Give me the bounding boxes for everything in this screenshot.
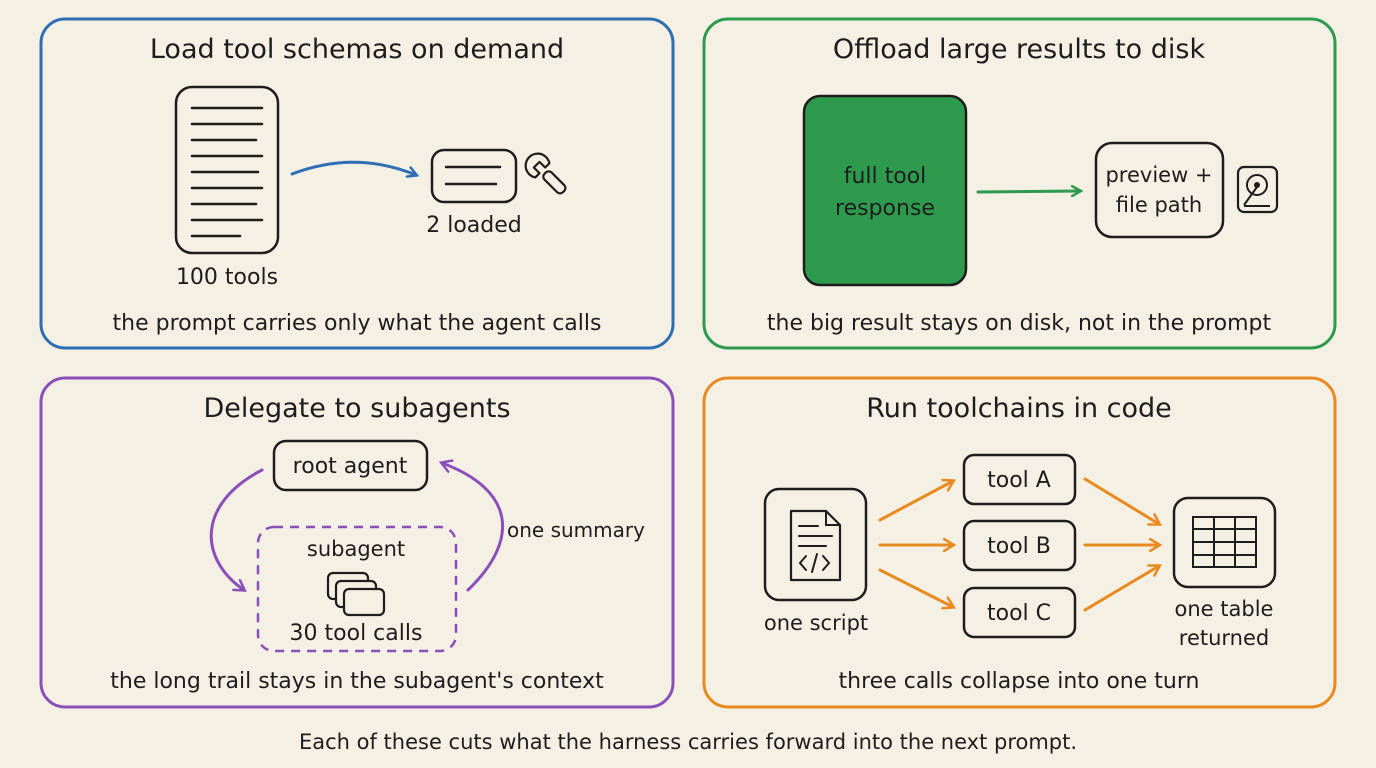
tool-a-to-table-arrow bbox=[1083, 477, 1159, 524]
wrench-icon bbox=[524, 152, 567, 195]
panel-delegate-subagents: Delegate to subagents root agent subagen… bbox=[39, 376, 675, 709]
full-response-line2: response bbox=[835, 196, 935, 221]
subagent-label: subagent bbox=[307, 537, 405, 561]
preview-line1: preview + bbox=[1105, 163, 1212, 187]
table-result-line1: one table bbox=[1175, 597, 1274, 621]
root-agent-box bbox=[272, 439, 429, 492]
panel-delegate-title: Delegate to subagents bbox=[203, 393, 510, 424]
loaded-count-label: 2 loaded bbox=[426, 213, 522, 238]
full-response-line1: full tool bbox=[844, 164, 927, 189]
panel-delegate-frame bbox=[39, 376, 675, 709]
script-file-icon bbox=[763, 487, 868, 602]
table-result-line2: returned bbox=[1179, 626, 1269, 650]
offload-arrow bbox=[976, 191, 1080, 192]
footer-caption: Each of these cuts what the harness carr… bbox=[299, 730, 1077, 754]
panel-offload-caption: the big result stays on disk, not in the… bbox=[767, 311, 1272, 336]
summary-return-arrow bbox=[442, 463, 504, 592]
tool-b-box bbox=[962, 519, 1077, 572]
panel-delegate-caption: the long trail stays in the subagent's c… bbox=[110, 669, 604, 694]
panel-code-caption: three calls collapse into one turn bbox=[839, 669, 1200, 694]
loaded-schema-card-icon bbox=[430, 148, 518, 204]
tool-c-to-table-arrow bbox=[1083, 566, 1159, 612]
subagent-dashed-box bbox=[256, 525, 458, 653]
full-response-block bbox=[802, 94, 968, 287]
preview-box bbox=[1094, 141, 1225, 239]
hard-disk-icon bbox=[1236, 165, 1279, 214]
panel-offload-frame bbox=[702, 17, 1337, 350]
panel-offload-results: Offload large results to disk full tool … bbox=[702, 17, 1337, 350]
script-label: one script bbox=[764, 611, 868, 635]
stacked-cards-icon bbox=[326, 571, 386, 617]
table-icon bbox=[1172, 496, 1277, 589]
panel-load-caption: the prompt carries only what the agent c… bbox=[113, 311, 602, 336]
load-arrow bbox=[290, 160, 416, 175]
panel-load-schemas: Load tool schemas on demand 100 tools 2 … bbox=[39, 17, 675, 350]
tool-c-box bbox=[962, 586, 1077, 639]
script-to-tool-c-arrow bbox=[878, 568, 953, 607]
delegate-arrow bbox=[209, 468, 264, 590]
tool-calls-label: 30 tool calls bbox=[290, 621, 423, 646]
root-agent-label: root agent bbox=[293, 454, 408, 479]
summary-label: one summary bbox=[507, 518, 645, 542]
tool-c-label: tool C bbox=[987, 601, 1051, 626]
preview-line2: file path bbox=[1116, 193, 1202, 217]
tool-list-document-icon bbox=[174, 85, 280, 255]
panel-code-frame bbox=[702, 376, 1337, 709]
tool-a-label: tool A bbox=[987, 468, 1051, 493]
tools-count-label: 100 tools bbox=[176, 265, 278, 290]
panel-load-title: Load tool schemas on demand bbox=[150, 34, 564, 65]
script-to-tool-a-arrow bbox=[878, 481, 953, 522]
tool-a-box bbox=[962, 453, 1077, 506]
tool-b-label: tool B bbox=[987, 534, 1051, 559]
panel-run-toolchains: Run toolchains in code one script tool A… bbox=[702, 376, 1337, 709]
panel-load-frame bbox=[39, 17, 675, 350]
panel-offload-title: Offload large results to disk bbox=[833, 34, 1206, 65]
panel-code-title: Run toolchains in code bbox=[866, 393, 1172, 424]
